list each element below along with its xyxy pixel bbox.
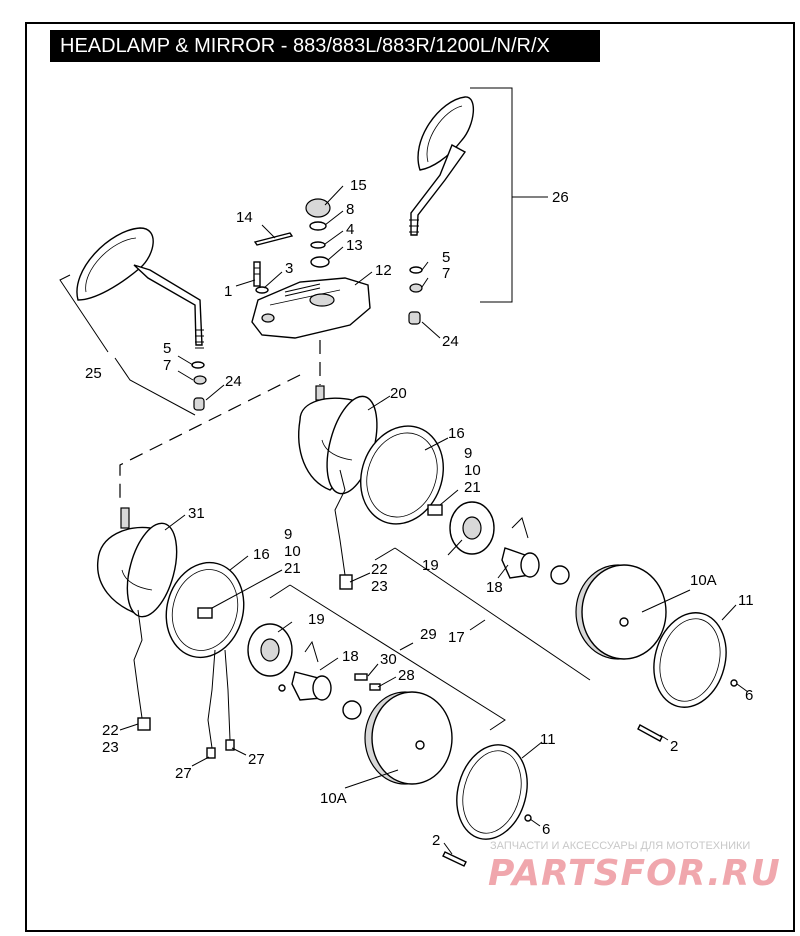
callout-25: 25 [85,365,102,382]
callout-4: 4 [346,221,354,238]
callout-21-upper: 21 [464,479,481,496]
callout-24-right: 24 [442,333,459,350]
callout-21-lower: 21 [284,560,301,577]
leader-lines [119,185,749,855]
callout-11-lower: 11 [540,731,556,748]
callout-31: 31 [188,505,205,522]
callout-8: 8 [346,201,354,218]
callout-15: 15 [350,177,367,194]
callout-27-right: 27 [248,751,265,768]
callout-24-left: 24 [225,373,242,390]
left-mirror-bracket [59,274,196,416]
callout-2-upper: 2 [670,738,678,755]
callout-10-upper: 10 [464,462,481,479]
left-mirror [76,227,204,349]
callout-2-lower: 2 [432,832,440,849]
callout-labels: 1 3 14 15 8 4 13 12 26 5 7 24 5 7 24 25 … [85,177,754,849]
callout-26: 26 [552,189,569,206]
callout-6-lower: 6 [542,821,550,838]
lower-bulb [278,640,381,720]
bracket-screw [253,261,269,294]
bracket-29 [269,584,506,731]
callout-20: 20 [390,385,407,402]
cap-nut [305,198,331,268]
bracket-17 [374,547,591,681]
assembly-guide-lines [119,340,321,505]
callout-6-upper: 6 [745,687,753,704]
callout-18-lower: 18 [342,648,359,665]
callout-19-upper: 19 [422,557,439,574]
upper-screws [637,679,738,742]
right-mirror [409,96,474,236]
callout-19-lower: 19 [308,611,325,628]
lower-wiring-ring [165,561,245,759]
diagram-frame [25,22,795,932]
right-mirror-bracket [470,87,548,303]
left-mirror-hardware [191,361,207,411]
lower-bulb-socket [247,623,293,677]
callout-16-lower: 16 [253,546,270,563]
lower-trim-ring [456,744,528,840]
callout-5-right: 5 [442,249,450,266]
upper-bulb [501,517,570,585]
callout-3: 3 [285,260,293,277]
callout-10A-upper: 10A [690,572,717,589]
callout-23-lower: 23 [102,739,119,756]
medallion-strip [253,232,294,246]
upper-trim-ring [653,612,727,708]
callout-1: 1 [224,283,232,300]
lower-screws [442,814,532,867]
callout-10A-lower: 10A [320,790,347,807]
callout-10-lower: 10 [284,543,301,560]
callout-5-left: 5 [163,340,171,357]
diagram-title: HEADLAMP & MIRROR - 883/883L/883R/1200L/… [50,30,600,62]
callout-27-left: 27 [175,765,192,782]
callout-9-lower: 9 [284,526,292,543]
callout-7-left: 7 [163,357,171,374]
lower-headlamp-housing [96,507,178,731]
headlamp-bracket [251,277,371,339]
callout-22-upper: 22 [371,561,388,578]
callout-16-upper: 16 [448,425,465,442]
callout-23-upper: 23 [371,578,388,595]
upper-wiring-ring [360,425,444,525]
callout-18-upper: 18 [486,579,503,596]
callout-14: 14 [236,209,253,226]
watermark-tagline: ЗАПЧАСТИ И АКСЕССУАРЫ ДЛЯ МОТОТЕХНИКИ [490,840,751,852]
watermark-logo: PARTSFOR.RU [488,853,781,894]
callout-28: 28 [398,667,415,684]
callout-9-upper: 9 [464,445,472,462]
lower-lens-unit [364,691,453,785]
right-mirror-hardware [408,266,423,325]
callout-13: 13 [346,237,363,254]
upper-lens-unit [575,564,667,660]
callout-29: 29 [420,626,437,643]
callout-17: 17 [448,629,465,646]
callout-22-lower: 22 [102,722,119,739]
callout-30: 30 [380,651,397,668]
callout-7-right: 7 [442,265,450,282]
callout-11-upper: 11 [738,592,754,609]
callout-12: 12 [375,262,392,279]
